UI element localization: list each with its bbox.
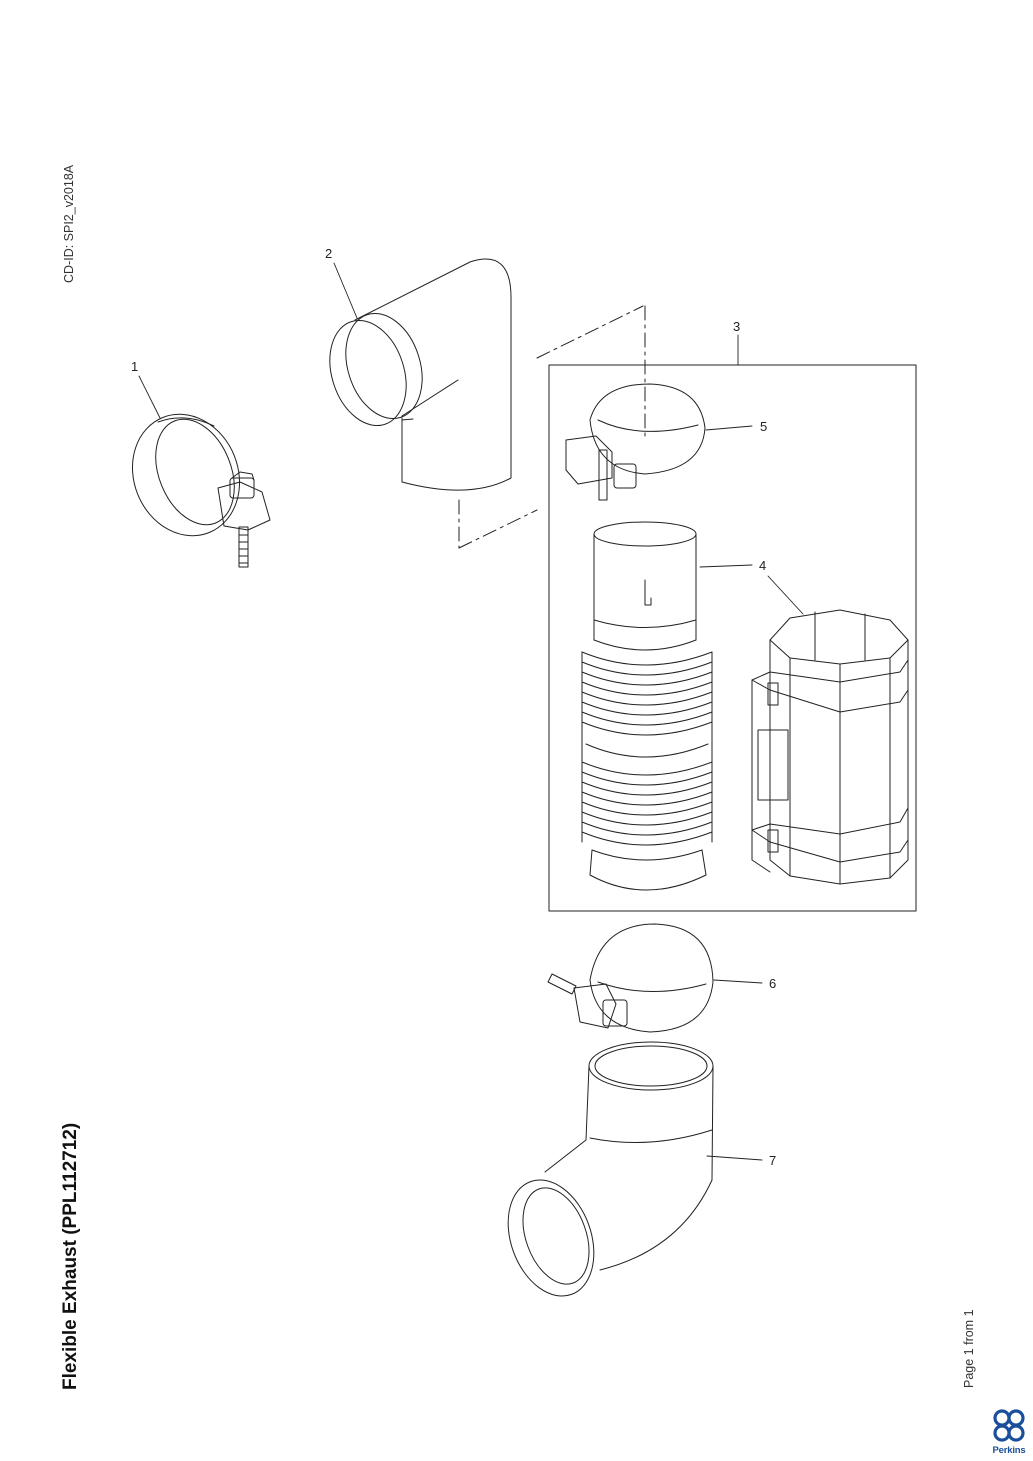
callout-5: 5 — [760, 419, 767, 434]
part-4-bellows — [581, 521, 713, 891]
page-number: Page 1 from 1 — [962, 1309, 976, 1388]
callout-numbers: 1 2 3 4 5 6 7 — [131, 246, 776, 1168]
part-6-clamp — [547, 923, 714, 1033]
leader-lines — [138, 262, 804, 1161]
part-5-clamp — [565, 383, 706, 501]
centerlines — [458, 305, 646, 549]
perkins-logo: Perkins — [986, 1408, 1032, 1460]
part-7-elbow — [507, 1041, 714, 1297]
callout-7: 7 — [769, 1153, 776, 1168]
callout-6: 6 — [769, 976, 776, 991]
callout-1: 1 — [131, 359, 138, 374]
perkins-logo-mark-icon — [993, 1409, 1025, 1442]
part-1-clamp — [131, 413, 271, 568]
document-title: Flexible Exhaust (PPL112712) — [60, 1122, 81, 1390]
part-4-cover — [751, 609, 909, 885]
part-2-elbow — [329, 258, 512, 491]
callout-2: 2 — [325, 246, 332, 261]
perkins-logo-text: Perkins — [992, 1445, 1026, 1456]
callout-3: 3 — [733, 319, 740, 334]
cd-id-label: CD-ID: SPI2_v2018A — [62, 164, 76, 283]
kit-3-box — [548, 364, 917, 912]
callout-4: 4 — [759, 558, 766, 573]
